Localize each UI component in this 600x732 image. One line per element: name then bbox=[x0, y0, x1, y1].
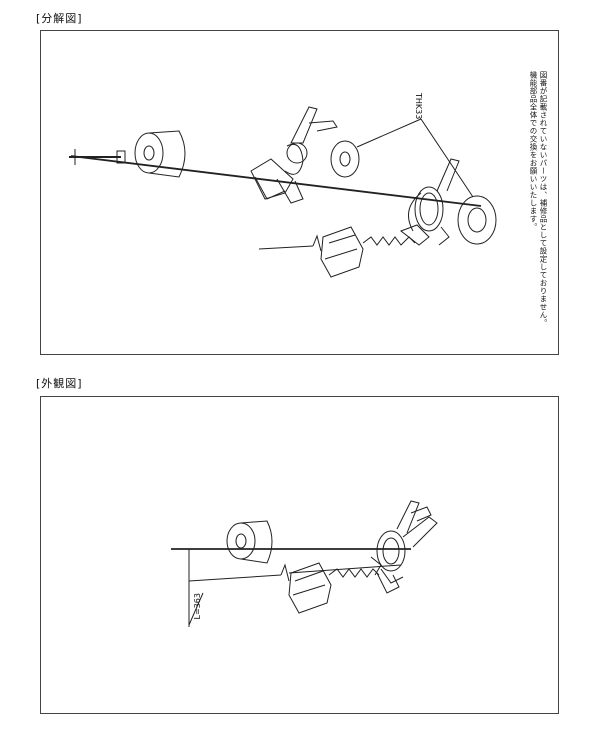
float bbox=[134, 130, 186, 178]
leader-line-a bbox=[356, 118, 422, 148]
valve-body bbox=[250, 106, 338, 204]
leader-line-b bbox=[420, 118, 474, 198]
large-washer bbox=[457, 195, 497, 245]
rod bbox=[70, 155, 482, 207]
external-diagram bbox=[171, 500, 438, 627]
lower-rod bbox=[188, 574, 282, 582]
dimension-line bbox=[188, 549, 204, 627]
lower-rod bbox=[258, 245, 314, 250]
float bbox=[226, 520, 273, 564]
spring bbox=[362, 236, 416, 246]
external-view-panel: L=363 bbox=[40, 396, 559, 714]
float-box bbox=[320, 226, 364, 278]
part-number-label: THK33 bbox=[414, 93, 423, 120]
break-mark bbox=[312, 234, 322, 252]
exploded-diagram bbox=[69, 106, 497, 278]
external-view-title: [外観図] bbox=[36, 377, 83, 390]
note-text-1: 図番が記載されていないパーツは、補修品として設定しておりません。 bbox=[539, 71, 548, 327]
break-mark bbox=[280, 563, 290, 582]
connector bbox=[399, 224, 430, 246]
float-box bbox=[288, 562, 332, 614]
valve-assembly bbox=[370, 500, 438, 594]
exploded-view-title: [分解図] bbox=[36, 12, 83, 25]
note-text-2: 機能部品全体での交換をお願いいたします。 bbox=[529, 71, 538, 231]
spring bbox=[328, 568, 380, 578]
screw bbox=[69, 149, 126, 165]
exploded-view-panel: THK33 図番が記載されていないパーツは、補修品として設定しておりません。 機… bbox=[40, 30, 559, 355]
small-washer bbox=[330, 140, 360, 178]
length-label: L=363 bbox=[193, 593, 202, 620]
